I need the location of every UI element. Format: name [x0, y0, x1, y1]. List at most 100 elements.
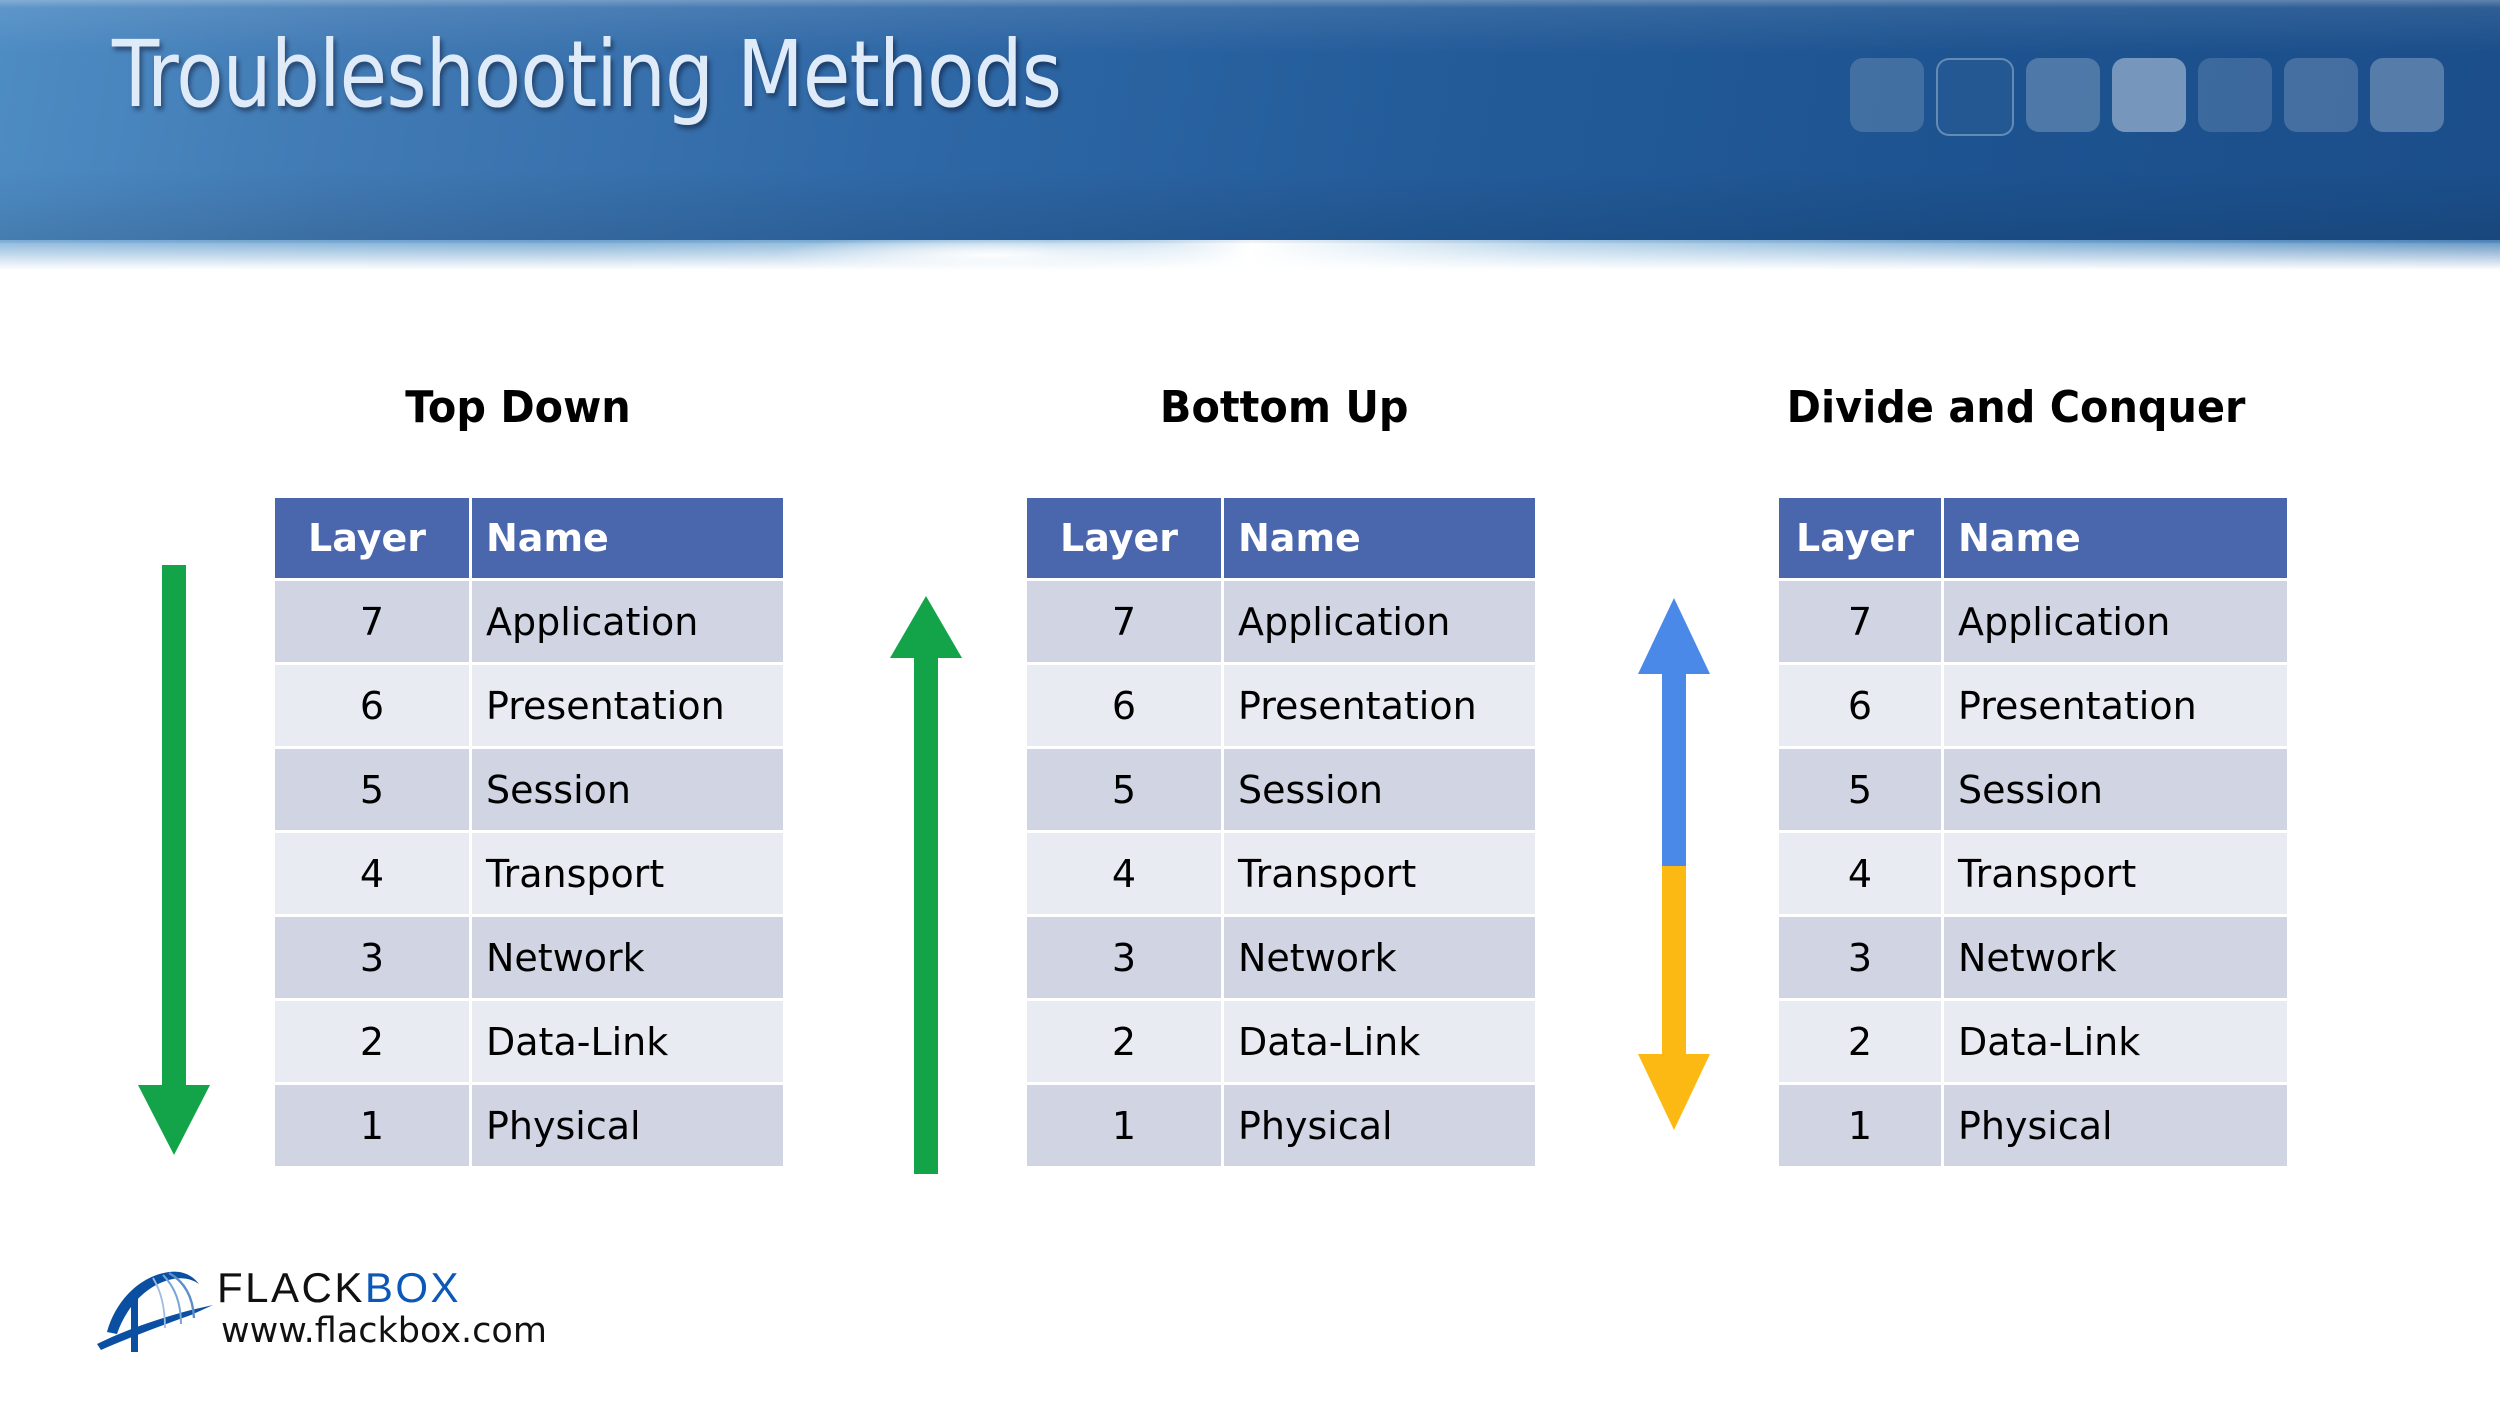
deco-square-7 [2370, 58, 2444, 132]
cell-layer: 5 [275, 749, 472, 833]
cell-name: Presentation [1944, 665, 2287, 749]
deco-square-1 [1850, 58, 1924, 132]
header-reflection-strip [0, 240, 2500, 270]
column-header-layer: Layer [275, 498, 472, 581]
cell-layer: 4 [275, 833, 472, 917]
cell-name: Application [472, 581, 783, 665]
cell-name: Presentation [1224, 665, 1535, 749]
cell-name: Data-Link [1944, 1001, 2287, 1085]
table-header-row: Layer Name [1027, 498, 1535, 581]
cell-name: Network [472, 917, 783, 1001]
cell-layer: 4 [1779, 833, 1944, 917]
cell-name: Presentation [472, 665, 783, 749]
cell-layer: 6 [275, 665, 472, 749]
cell-name: Transport [1944, 833, 2287, 917]
cell-name: Physical [1944, 1085, 2287, 1166]
logo-brand-dark: FLACK [217, 1264, 365, 1311]
flackbox-bridge-mark-icon [97, 1271, 213, 1352]
table-header-row: Layer Name [275, 498, 783, 581]
flackbox-logo[interactable]: FLACKBOX www.flackbox.com [95, 1258, 547, 1359]
cell-name: Application [1224, 581, 1535, 665]
cell-layer: 6 [1027, 665, 1224, 749]
cell-name: Session [1944, 749, 2287, 833]
column-header-name: Name [472, 498, 783, 581]
logo-brand-blue: BOX [364, 1264, 462, 1311]
cell-name: Transport [1224, 833, 1535, 917]
cell-name: Session [1224, 749, 1535, 833]
cell-name: Application [1944, 581, 2287, 665]
method-title-divide-and-conquer: Divide and Conquer [1786, 382, 2246, 433]
method-title-top-down: Top Down [405, 382, 631, 433]
deco-square-4 [2112, 58, 2186, 132]
deco-square-3 [2026, 58, 2100, 132]
table-header-row: Layer Name [1779, 498, 2287, 581]
cell-layer: 3 [1779, 917, 1944, 1001]
cell-layer: 1 [275, 1085, 472, 1166]
deco-square-6 [2284, 58, 2358, 132]
deco-square-2-outlined [1936, 58, 2014, 136]
column-header-layer: Layer [1779, 498, 1944, 581]
cell-name: Session [472, 749, 783, 833]
double-arrow-blue-yellow-icon [1638, 598, 1710, 1130]
deco-square-5 [2198, 58, 2272, 132]
cell-layer: 2 [275, 1001, 472, 1085]
header-decoration-squares [1850, 58, 2444, 136]
cell-name: Data-Link [1224, 1001, 1535, 1085]
cell-name: Physical [472, 1085, 783, 1166]
cell-layer: 4 [1027, 833, 1224, 917]
column-header-layer: Layer [1027, 498, 1224, 581]
cell-layer: 1 [1027, 1085, 1224, 1166]
cell-name: Data-Link [472, 1001, 783, 1085]
cell-layer: 5 [1779, 749, 1944, 833]
cell-layer: 2 [1027, 1001, 1224, 1085]
cell-layer: 7 [1779, 581, 1944, 665]
cell-layer: 5 [1027, 749, 1224, 833]
cell-layer: 3 [1027, 917, 1224, 1001]
cell-layer: 7 [1027, 581, 1224, 665]
slide-header-band: Troubleshooting Methods [0, 0, 2500, 243]
cell-layer: 7 [275, 581, 472, 665]
cell-name: Network [1944, 917, 2287, 1001]
logo-url: www.flackbox.com [221, 1311, 547, 1351]
down-arrow-green-icon [138, 565, 210, 1155]
up-arrow-green-icon [890, 596, 962, 1174]
cell-name: Transport [472, 833, 783, 917]
column-header-name: Name [1944, 498, 2287, 581]
cell-layer: 1 [1779, 1085, 1944, 1166]
cell-layer: 3 [275, 917, 472, 1001]
column-header-name: Name [1224, 498, 1535, 581]
method-title-bottom-up: Bottom Up [1159, 382, 1409, 433]
cell-name: Network [1224, 917, 1535, 1001]
cell-layer: 2 [1779, 1001, 1944, 1085]
cell-name: Physical [1224, 1085, 1535, 1166]
page-title: Troubleshooting Methods [112, 21, 1062, 128]
cell-layer: 6 [1779, 665, 1944, 749]
logo-brand-text: FLACKBOX [217, 1264, 461, 1312]
